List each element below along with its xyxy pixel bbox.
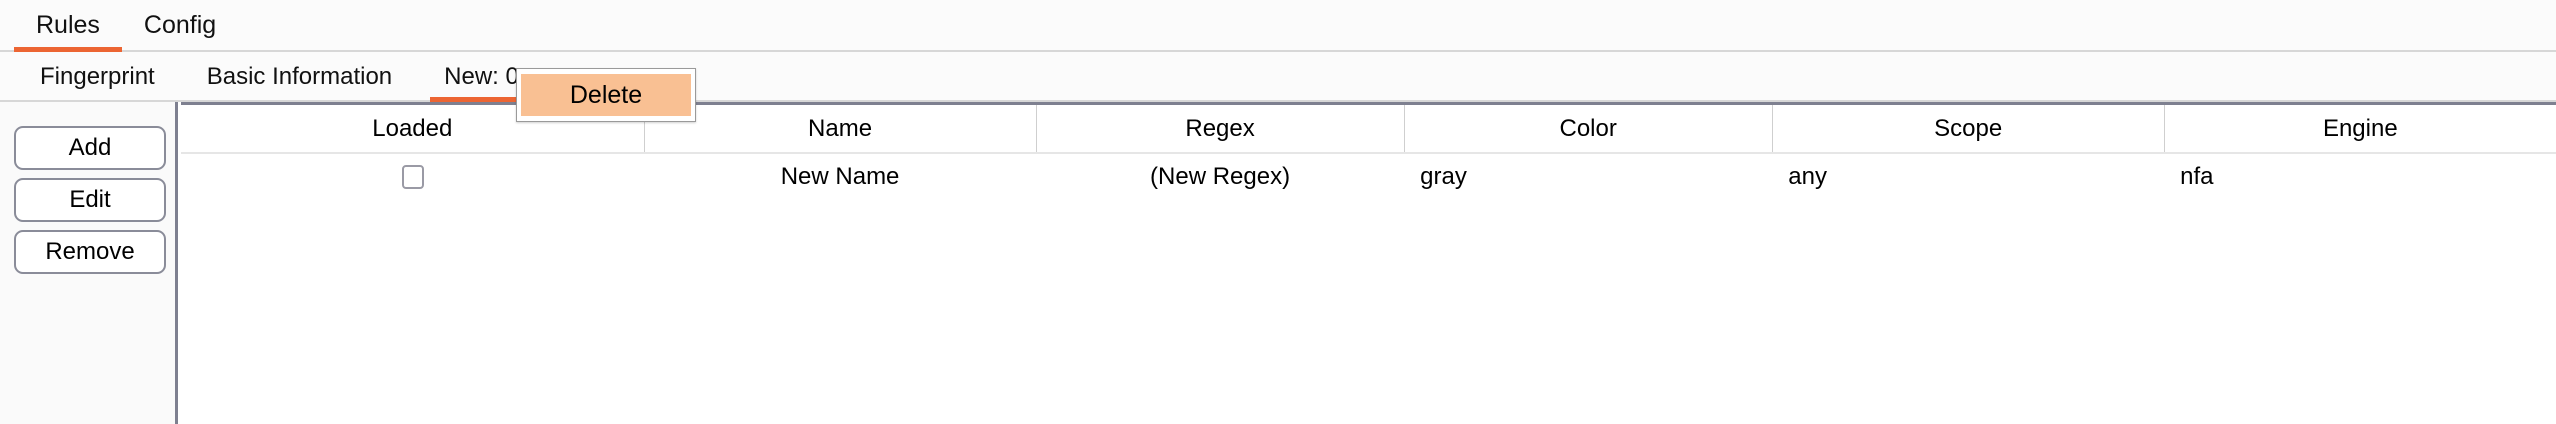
tab-basic-information-label: Basic Information [206,63,393,90]
column-header-regex[interactable]: Regex [1036,105,1405,154]
rules-table-container: Loaded Name Regex Color Scope Engine New… [181,102,2556,424]
secondary-tab-list: Fingerprint Basic Information New: 0 [0,52,2556,102]
tab-fingerprint[interactable]: Fingerprint [14,65,181,100]
tab-new[interactable]: New: 0 [418,63,545,102]
delete-tooltip[interactable]: Delete [516,68,696,122]
column-header-color[interactable]: Color [1404,105,1773,154]
delete-tooltip-label: Delete [521,74,691,116]
workspace: Add Edit Remove Loaded Name Regex Color … [0,102,2556,424]
rules-table-head: Loaded Name Regex Color Scope Engine [181,105,2556,154]
cell-regex: (New Regex) [1150,162,1291,190]
cell-engine: nfa [2180,162,2214,190]
tab-rules[interactable]: Rules [14,11,122,52]
rules-table-body: New Name (New Regex) gray any nfa [181,153,2556,199]
secondary-tab-bar: Fingerprint Basic Information New: 0 [0,52,2556,102]
cell-loaded [181,153,644,199]
tab-config[interactable]: Config [122,13,238,50]
edit-button[interactable]: Edit [14,178,166,222]
primary-tab-bar: Rules Config [0,0,2556,52]
cell-scope: any [1788,162,1827,190]
column-header-name[interactable]: Name [644,105,1037,154]
remove-button[interactable]: Remove [14,230,166,274]
cell-color: gray [1420,162,1467,190]
loaded-checkbox[interactable] [401,165,424,190]
cell-name: New Name [780,162,900,190]
tab-basic-information[interactable]: Basic Information [181,65,418,100]
column-header-engine[interactable]: Engine [2164,105,2556,154]
column-header-scope[interactable]: Scope [1772,105,2165,154]
add-button[interactable]: Add [14,126,166,170]
primary-tab-list: Rules Config [0,0,2556,52]
rules-table: Loaded Name Regex Color Scope Engine New… [181,105,2556,199]
rules-table-header-row: Loaded Name Regex Color Scope Engine [181,105,2556,154]
table-row[interactable]: New Name (New Regex) gray any nfa [181,153,2556,199]
tab-fingerprint-label: Fingerprint [40,63,155,90]
tab-rules-label: Rules [36,11,100,39]
tab-config-label: Config [143,11,217,39]
tab-new-label: New: 0 [444,63,519,90]
button-rail: Add Edit Remove [0,102,178,424]
